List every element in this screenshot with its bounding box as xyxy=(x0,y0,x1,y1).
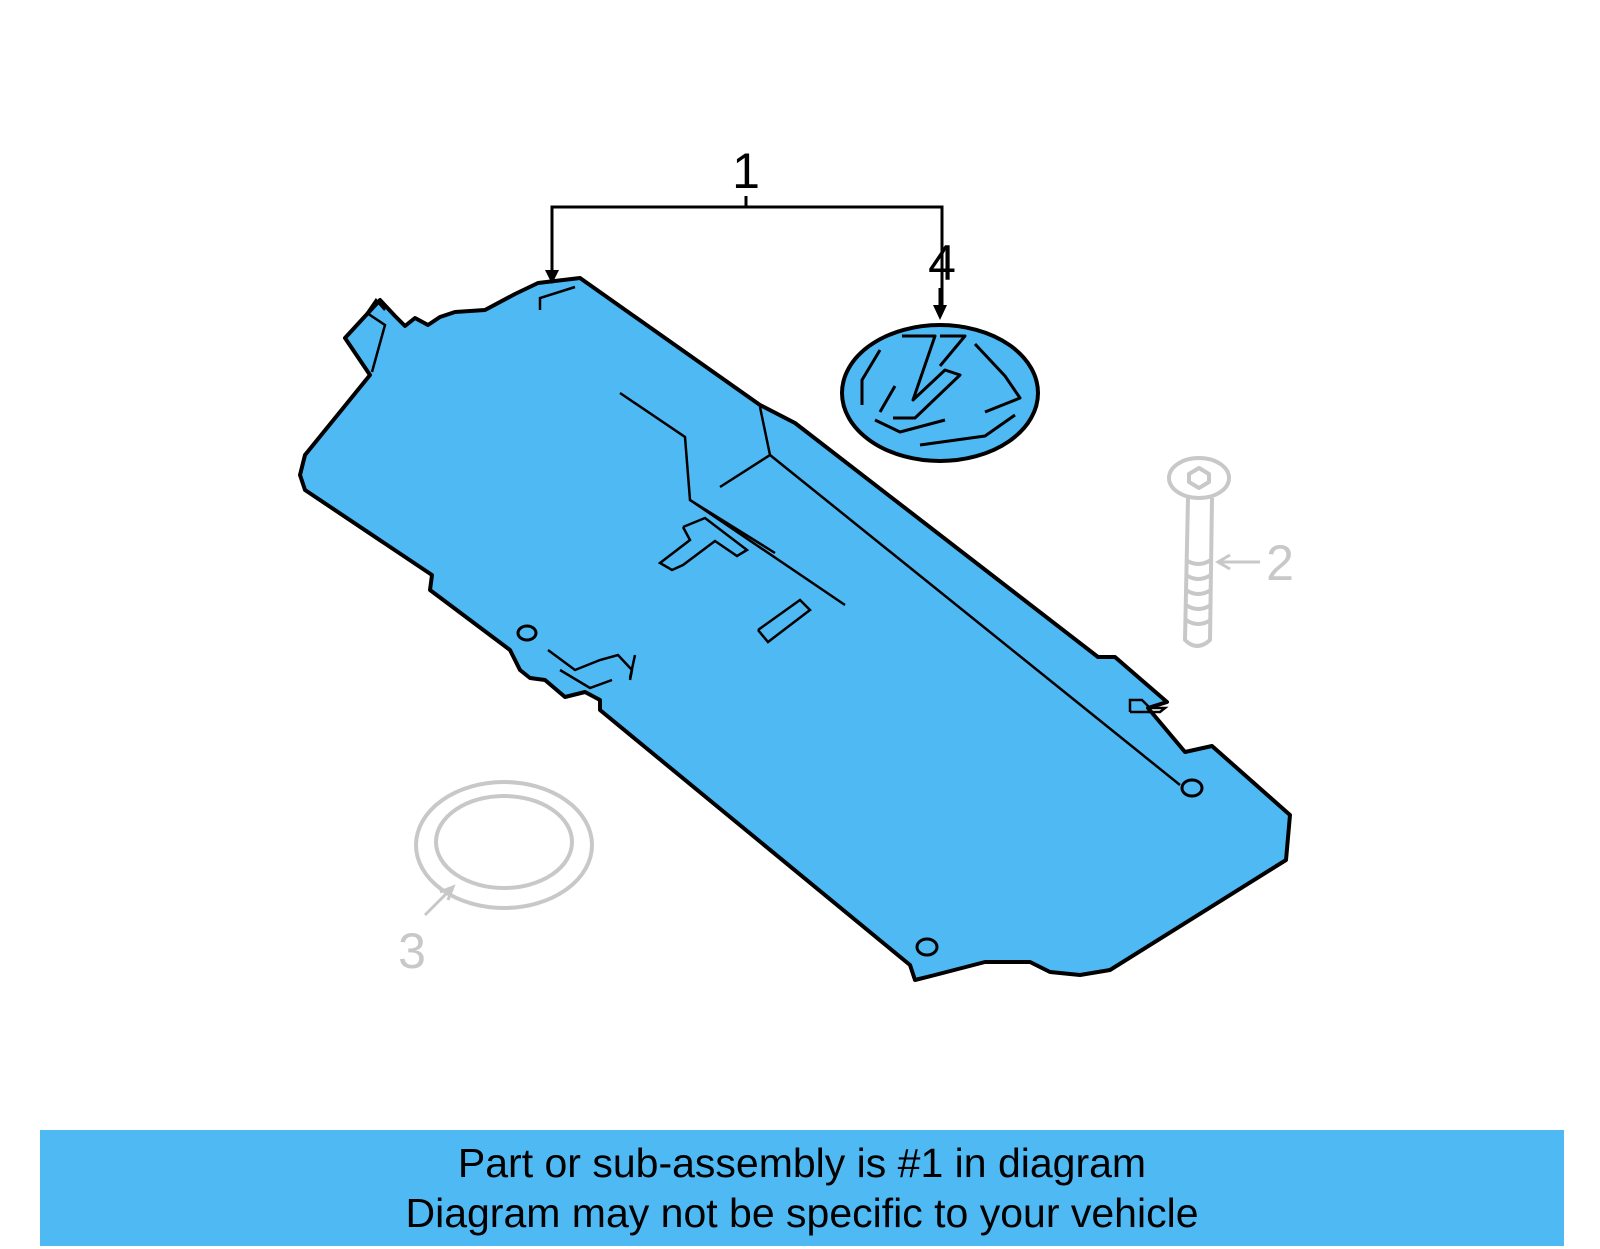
callout-4-arrowhead xyxy=(933,305,947,320)
engine-cover-detail-lines xyxy=(365,285,1181,786)
callout-3-label: 3 xyxy=(398,923,426,979)
bolt-shank xyxy=(1183,497,1214,648)
banner-line-1: Part or sub-assembly is #1 in diagram xyxy=(457,1140,1147,1186)
callout-4-label: 4 xyxy=(928,235,956,291)
info-banner: Part or sub-assembly is #1 in diagram Di… xyxy=(40,1130,1564,1246)
banner-line-2: Diagram may not be specific to your vehi… xyxy=(405,1190,1199,1236)
callout-1-arrowhead xyxy=(545,270,559,284)
callout-1-label: 1 xyxy=(732,143,760,199)
bolt-part-2[interactable] xyxy=(1167,456,1231,648)
engine-cover-part-1[interactable] xyxy=(298,276,1292,982)
engine-cover-outline xyxy=(298,276,1292,982)
callout-2-label: 2 xyxy=(1266,535,1294,591)
bolt-head-socket xyxy=(1187,466,1211,490)
callout-2-leader xyxy=(1215,553,1260,571)
seal-ring-part-3[interactable] xyxy=(414,780,594,910)
bolt-head xyxy=(1167,456,1231,500)
parts-diagram: 1 4 2 3 xyxy=(298,143,1294,982)
emblem-part-4[interactable] xyxy=(840,323,1040,463)
seal-ring-inner xyxy=(434,794,574,890)
emblem-logo-strokes xyxy=(860,334,1022,447)
callout-1-leader xyxy=(550,196,944,305)
mounting-holes xyxy=(516,624,1204,957)
seal-ring-outer xyxy=(414,780,594,910)
callout-3-leader xyxy=(423,884,456,917)
bolt-threads xyxy=(1184,558,1213,626)
